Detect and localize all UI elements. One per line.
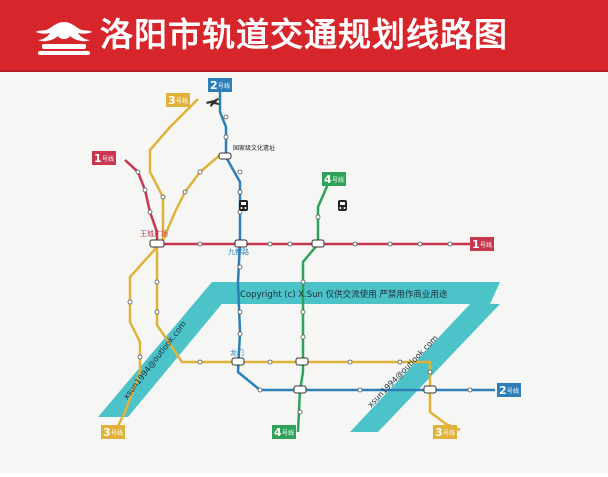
line-tag-1-east: 1 号线 bbox=[470, 237, 494, 251]
watermark-band-left bbox=[98, 282, 240, 417]
station-dot bbox=[223, 134, 229, 140]
station-dot bbox=[417, 241, 423, 247]
station-dot bbox=[137, 354, 143, 360]
line2-path bbox=[218, 90, 495, 392]
watermark-band-right bbox=[350, 304, 500, 432]
svg-text:号线: 号线 bbox=[480, 241, 492, 249]
svg-text:3: 3 bbox=[103, 426, 111, 439]
line-tag-2-east: 2 号线 bbox=[497, 383, 521, 397]
station-dot bbox=[237, 169, 243, 175]
line-tag-3-southwest: 3 号线 bbox=[101, 425, 125, 439]
svg-text:1: 1 bbox=[94, 152, 102, 165]
line-tag-2-north: 2 号线 bbox=[208, 78, 232, 92]
station-dot bbox=[300, 279, 306, 285]
line-tag-4-south: 4 号线 bbox=[272, 425, 296, 439]
station-dot bbox=[237, 309, 243, 315]
station-dot bbox=[357, 387, 363, 393]
station-dot bbox=[447, 241, 453, 247]
transit-map: 3 号线 2 号线 1 号线 4 号线 1 号线 2 号线 bbox=[0, 72, 608, 473]
station-dot bbox=[223, 114, 229, 120]
banner-divider bbox=[0, 70, 608, 72]
station-label-north: 国家级文化遗址 bbox=[233, 144, 275, 152]
station-dot bbox=[300, 309, 306, 315]
watermark-band-horizontal bbox=[212, 282, 500, 304]
station-dot bbox=[467, 387, 473, 393]
station-dot bbox=[237, 264, 243, 270]
station-label-center: 九都路 bbox=[228, 247, 249, 256]
svg-text:3: 3 bbox=[435, 426, 443, 439]
transfer-station-north bbox=[218, 152, 232, 160]
line3-north-branch bbox=[161, 154, 221, 241]
airport-icon bbox=[206, 98, 220, 107]
train-station-icon bbox=[338, 200, 347, 211]
svg-text:号线: 号线 bbox=[102, 155, 114, 163]
page-title: 洛阳市轨道交通规划线路图 bbox=[100, 15, 508, 54]
station-label-main: 王城广场 bbox=[140, 229, 168, 238]
transfer-station-center bbox=[234, 239, 248, 248]
line-tag-3-southeast: 3 号线 bbox=[433, 425, 457, 439]
station-dot bbox=[427, 369, 433, 375]
station-dot bbox=[237, 331, 243, 337]
copyright-watermark: Copyright (c) X.Sun 仅供交流使用 严禁用作商业用途 bbox=[240, 289, 448, 300]
svg-text:号线: 号线 bbox=[176, 97, 188, 105]
svg-text:2: 2 bbox=[499, 384, 507, 397]
header-banner: 洛阳市轨道交通规划线路图 bbox=[0, 0, 608, 72]
station-dot bbox=[267, 359, 273, 365]
line-tag-1-west: 1 号线 bbox=[92, 151, 116, 165]
station-dot bbox=[300, 334, 306, 340]
station-dot bbox=[347, 359, 353, 365]
station-dot bbox=[257, 387, 263, 393]
transfer-station-south bbox=[293, 385, 307, 394]
transfer-station-southeast bbox=[423, 385, 437, 394]
line3-branch bbox=[113, 246, 158, 433]
transfer-station-main bbox=[149, 239, 165, 248]
svg-text:号线: 号线 bbox=[443, 429, 455, 437]
transfer-station-south-mid bbox=[295, 357, 309, 366]
station-dot bbox=[397, 359, 403, 365]
station-dot bbox=[142, 187, 148, 193]
station-dot bbox=[297, 409, 303, 415]
train-station-icon bbox=[239, 200, 248, 211]
svg-text:号线: 号线 bbox=[282, 429, 294, 437]
station-dot bbox=[387, 241, 393, 247]
logo-icon bbox=[36, 22, 92, 55]
station-dot bbox=[147, 209, 153, 215]
station-dot bbox=[267, 241, 273, 247]
svg-text:4: 4 bbox=[324, 173, 332, 186]
svg-text:3: 3 bbox=[168, 94, 176, 107]
station-dot bbox=[135, 169, 141, 175]
transfer-station-south-left bbox=[231, 357, 245, 366]
svg-text:号线: 号线 bbox=[332, 176, 344, 184]
svg-text:4: 4 bbox=[274, 426, 282, 439]
line-tag-4-north: 4 号线 bbox=[322, 172, 346, 186]
svg-text:2: 2 bbox=[210, 79, 218, 92]
line-tag-3-north: 3 号线 bbox=[166, 93, 190, 107]
station-dot bbox=[287, 241, 293, 247]
svg-text:号线: 号线 bbox=[111, 429, 123, 437]
station-dot bbox=[127, 299, 133, 305]
station-dot bbox=[154, 309, 160, 315]
line1-path bbox=[124, 159, 470, 246]
svg-text:号线: 号线 bbox=[507, 387, 519, 395]
station-dot bbox=[197, 241, 203, 247]
station-label-south: 龙门 bbox=[230, 348, 244, 357]
station-dot bbox=[197, 169, 203, 175]
svg-text:号线: 号线 bbox=[218, 82, 230, 90]
email-watermark-left: xsun1994@outlook.com bbox=[121, 319, 188, 401]
station-dot bbox=[154, 279, 160, 285]
svg-text:1: 1 bbox=[472, 238, 480, 251]
station-dot bbox=[182, 189, 188, 195]
transit-map-svg: 3 号线 2 号线 1 号线 4 号线 1 号线 2 号线 bbox=[92, 78, 521, 439]
station-dot bbox=[197, 359, 203, 365]
station-dot bbox=[237, 189, 243, 195]
transfer-station-east bbox=[311, 239, 325, 248]
station-dot bbox=[315, 214, 321, 220]
station-dot bbox=[160, 194, 166, 200]
station-dot bbox=[352, 241, 358, 247]
line4-path bbox=[296, 183, 330, 433]
